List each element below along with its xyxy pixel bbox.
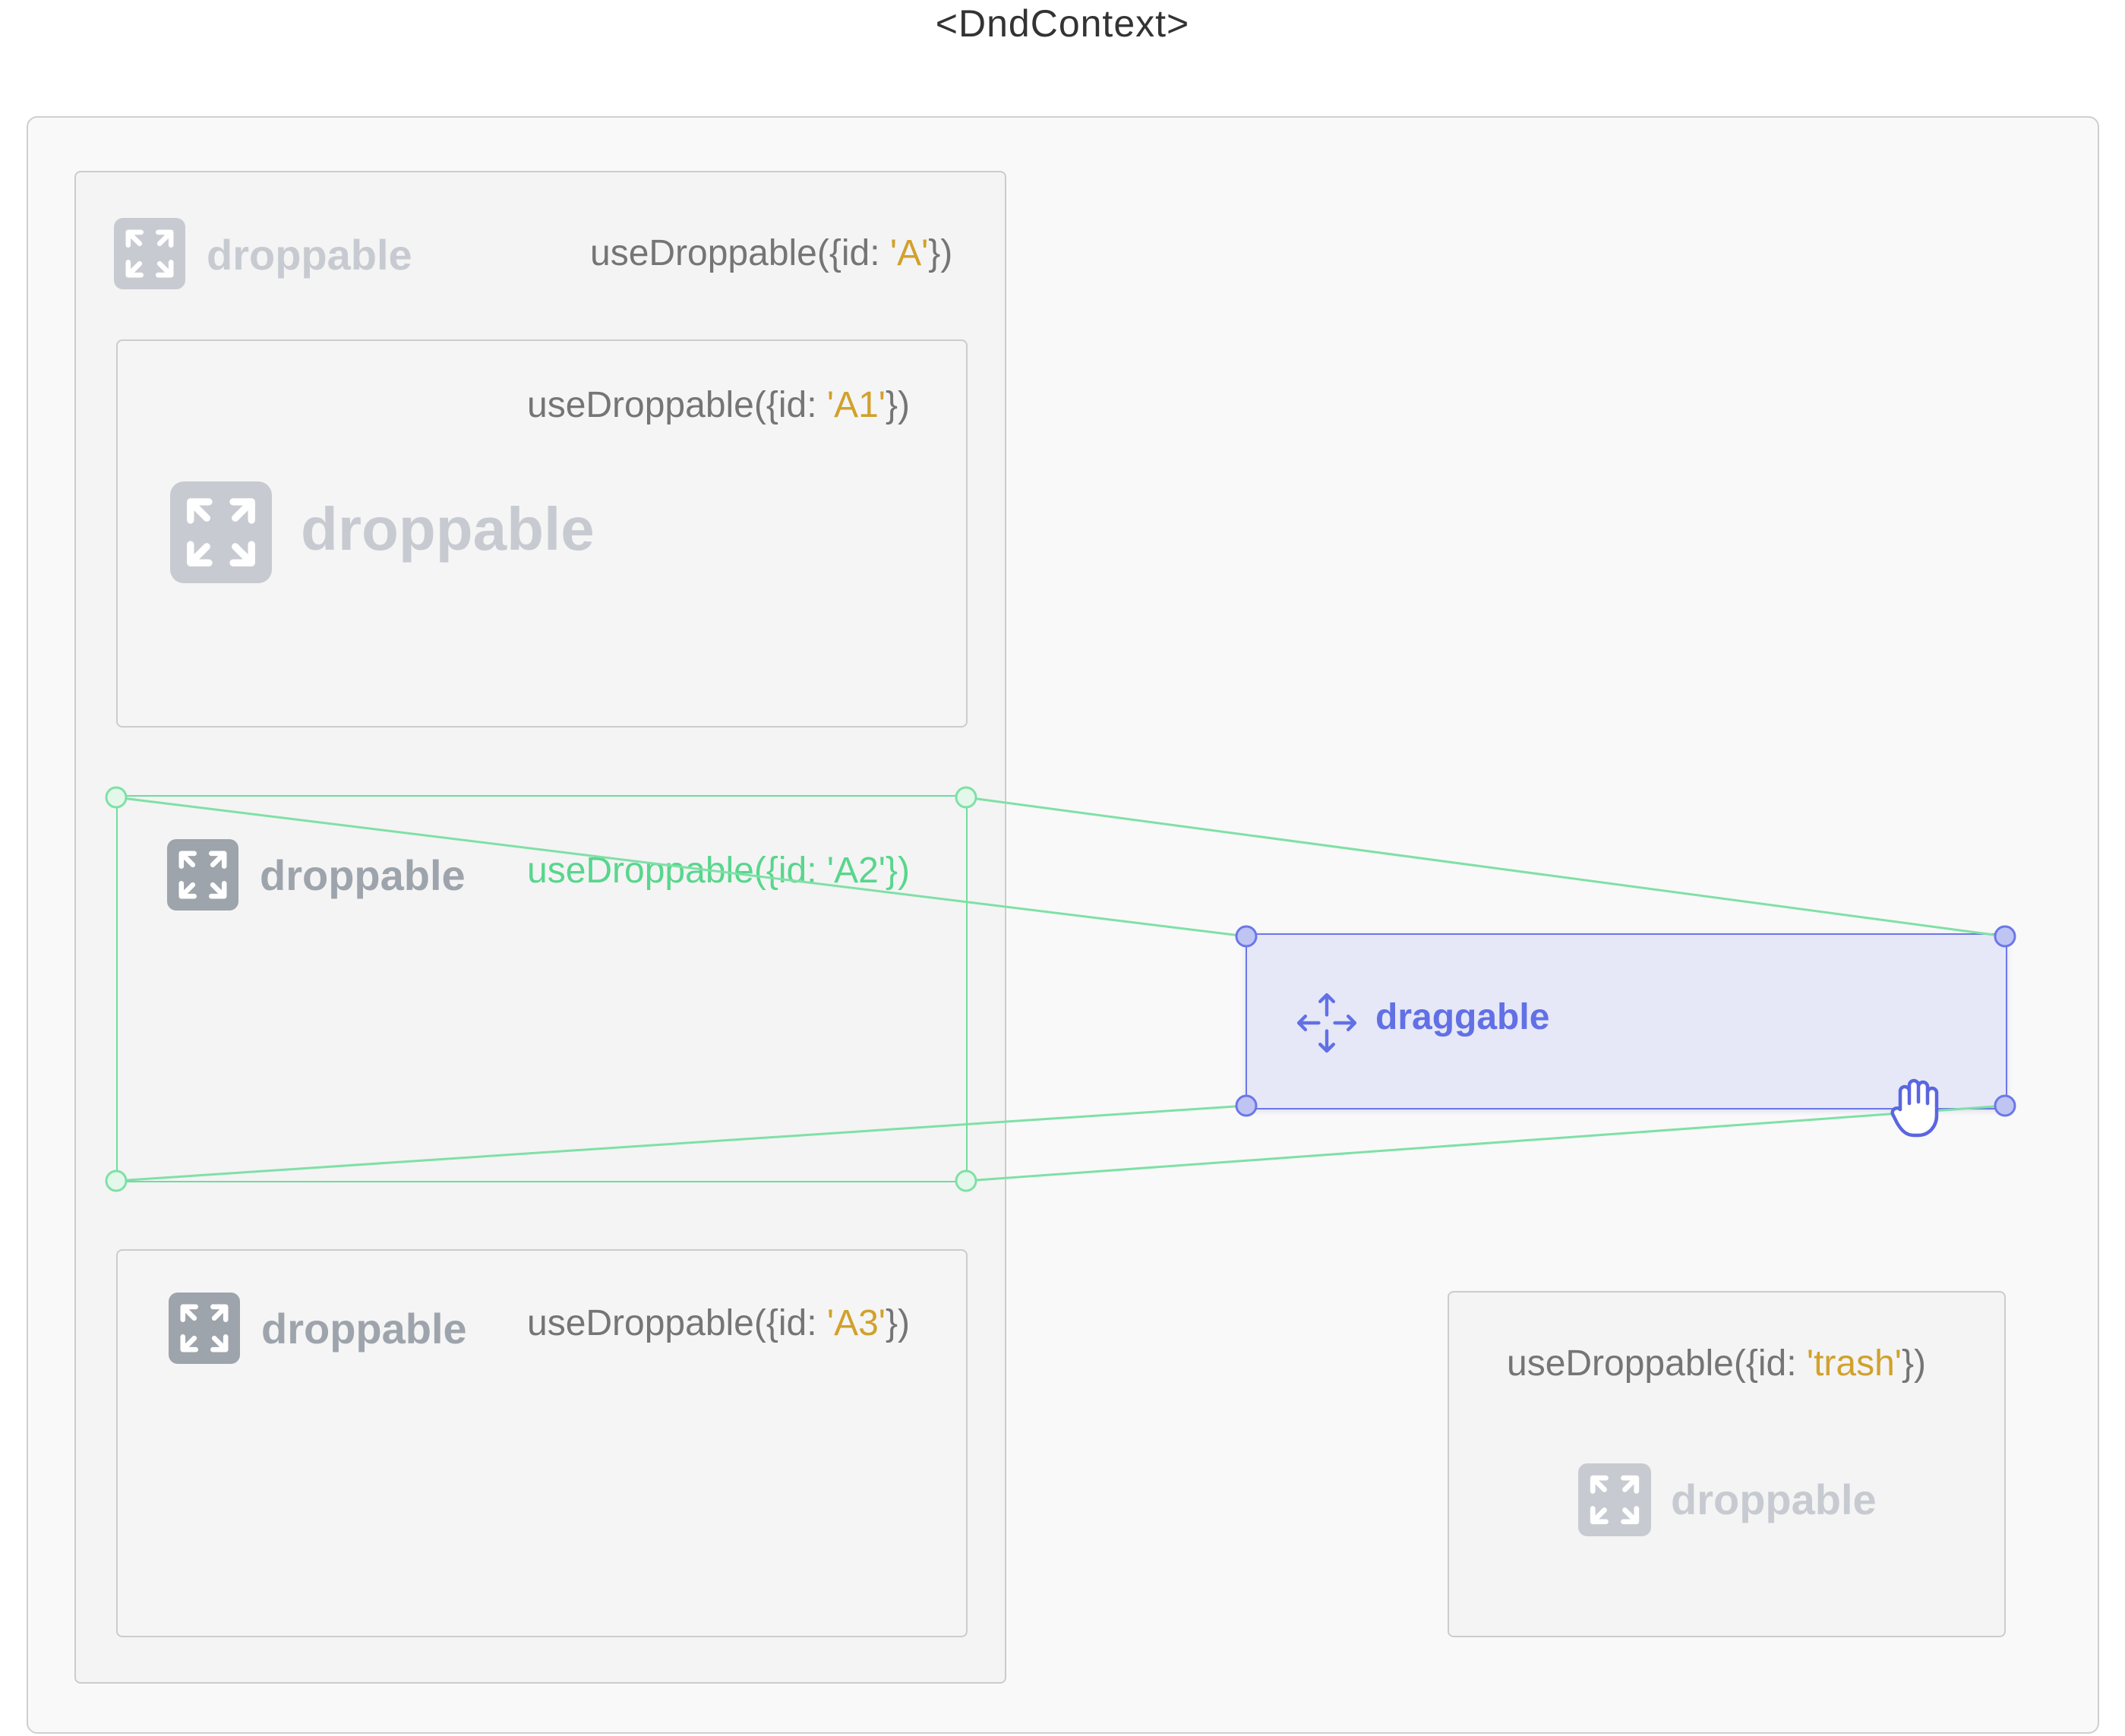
- droppable-a3-code: useDroppable({id: 'A3'}): [527, 1305, 910, 1342]
- code-id-a3: 'A3': [826, 1303, 886, 1343]
- dnd-context-title: <DndContext>: [935, 2, 1190, 45]
- code-suffix: }): [885, 1303, 910, 1343]
- droppable-a1-label: droppable: [301, 495, 595, 563]
- droppable-a3: [116, 1249, 968, 1637]
- droppable-trash: [1448, 1291, 2006, 1637]
- droppable-a-icon: [114, 218, 185, 289]
- code-prefix: useDroppable({id:: [527, 1303, 827, 1343]
- droppable-a1-code: useDroppable({id: 'A1'}): [527, 387, 910, 424]
- code-prefix: useDroppable({id:: [527, 851, 827, 891]
- move-arrows-icon: [1296, 993, 1357, 1053]
- code-id-a1: 'A1': [826, 385, 886, 425]
- droppable-a-code: useDroppable({id: 'A'}): [590, 235, 952, 272]
- grab-hand-icon: [1890, 1078, 1939, 1138]
- code-suffix: }): [928, 233, 953, 273]
- code-suffix: }): [885, 385, 910, 425]
- code-suffix: }): [1901, 1343, 1926, 1384]
- code-id-a2: 'A2': [826, 851, 886, 891]
- droppable-a1-icon: [170, 481, 272, 583]
- code-id-a: 'A': [889, 233, 929, 273]
- code-suffix: }): [885, 851, 910, 891]
- code-prefix: useDroppable({id:: [527, 385, 827, 425]
- droppable-a2-label: droppable: [260, 851, 466, 899]
- code-prefix: useDroppable({id:: [590, 233, 890, 273]
- code-id-trash: 'trash': [1806, 1343, 1902, 1384]
- droppable-a3-icon: [169, 1293, 240, 1364]
- droppable-a2-code: useDroppable({id: 'A2'}): [527, 853, 910, 889]
- droppable-trash-label: droppable: [1671, 1476, 1877, 1523]
- code-prefix: useDroppable({id:: [1507, 1343, 1807, 1384]
- droppable-a2-icon: [167, 839, 238, 911]
- draggable-label: draggable: [1375, 997, 1550, 1037]
- droppable-a3-label: droppable: [261, 1305, 467, 1353]
- droppable-trash-icon: [1578, 1463, 1651, 1536]
- droppable-trash-code: useDroppable({id: 'trash'}): [1507, 1346, 1926, 1382]
- droppable-a-label: droppable: [207, 231, 412, 279]
